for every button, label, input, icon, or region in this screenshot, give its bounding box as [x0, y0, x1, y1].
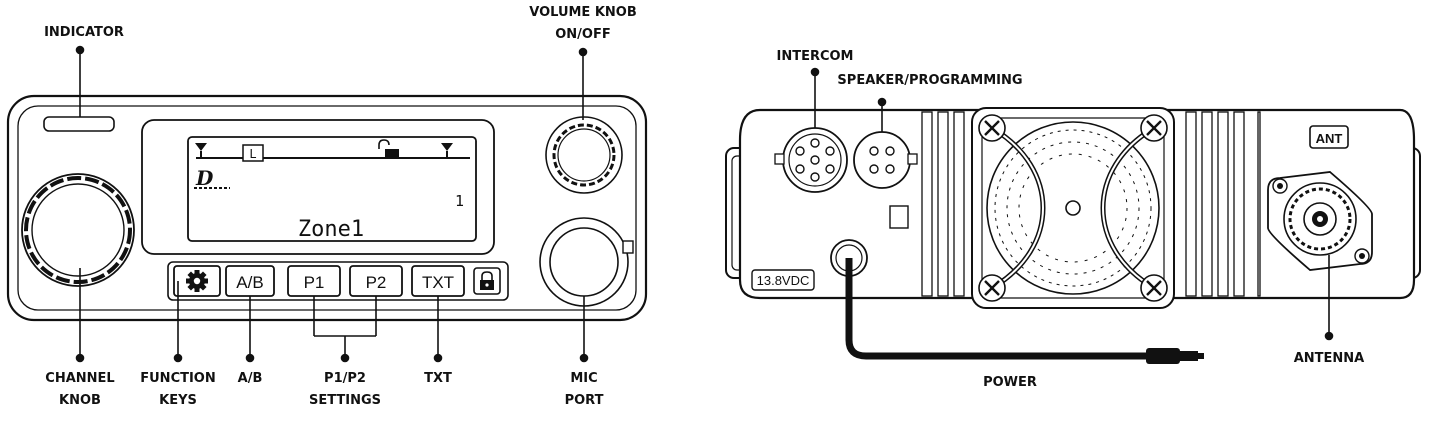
label-channel-knob: KNOB: [59, 393, 101, 408]
label-function: FUNCTION: [140, 371, 216, 386]
front-panel-bezel: [17, 105, 637, 311]
label-antenna: ANTENNA: [1294, 351, 1365, 366]
heatsink-ribs-right: [1185, 111, 1261, 297]
label-function-keys: KEYS: [159, 393, 197, 408]
lock-icon: [480, 271, 494, 290]
label-ab: A/B: [238, 371, 263, 386]
rear-callouts: [810, 67, 1334, 341]
antenna-port[interactable]: [1267, 171, 1373, 271]
function-key-button[interactable]: [173, 265, 221, 297]
cooling-fan: [971, 107, 1175, 309]
zone-name: Zone1: [298, 217, 364, 242]
voltage-label: 13.8VDC: [757, 273, 810, 288]
ab-button-label: A/B: [236, 273, 263, 292]
indicator-light: [43, 116, 115, 132]
intercom-port[interactable]: [774, 127, 848, 193]
label-p1p2-settings: SETTINGS: [309, 393, 381, 408]
txt-button-label: TXT: [422, 273, 454, 292]
label-speaker-programming: SPEAKER/PROGRAMMING: [837, 73, 1022, 88]
power-port[interactable]: [830, 239, 1204, 364]
volume-knob[interactable]: [545, 116, 623, 194]
label-channel: CHANNEL: [45, 371, 114, 386]
p1-button[interactable]: P1: [287, 265, 341, 297]
label-mic: MIC: [570, 371, 597, 386]
ant-plate: [1309, 125, 1349, 149]
front-panel: L D 1 Zone1: [6, 5, 648, 408]
ab-button[interactable]: A/B: [225, 265, 275, 297]
rear-square-slot: [889, 205, 909, 229]
label-volume-knob: VOLUME KNOB: [529, 5, 637, 20]
gear-icon: [186, 270, 208, 292]
heatsink-ribs-left: [921, 111, 965, 297]
digital-mode-icon: D: [194, 166, 230, 190]
svg-text:D: D: [195, 166, 214, 190]
unlock-icon: [378, 139, 399, 159]
channel-knob[interactable]: [21, 173, 135, 287]
signal-icon-right: [441, 143, 453, 158]
p1-button-label: P1: [304, 273, 325, 292]
mic-port[interactable]: [539, 217, 634, 307]
lcd-display: L D 1 Zone1: [141, 119, 495, 255]
label-intercom: INTERCOM: [776, 49, 853, 64]
txt-button[interactable]: TXT: [411, 265, 465, 297]
label-volume-onoff: ON/OFF: [555, 27, 611, 42]
voltage-plate: [751, 269, 815, 291]
label-p1p2: P1/P2: [324, 371, 366, 386]
front-callouts: [75, 45, 589, 363]
p2-button[interactable]: P2: [349, 265, 403, 297]
p2-button-label: P2: [366, 273, 387, 292]
lock-button[interactable]: [473, 267, 501, 295]
channel-number: 1: [455, 192, 464, 210]
signal-icon: [195, 143, 207, 158]
label-indicator: INDICATOR: [44, 25, 124, 40]
label-power: POWER: [983, 375, 1037, 390]
mode-indicator-box: [242, 144, 264, 162]
rear-panel: 13.8VDC ANT INTERCOM SPEAKER/PROGRAMMING…: [725, 49, 1421, 390]
ant-label: ANT: [1316, 131, 1343, 146]
mode-indicator: L: [249, 147, 256, 161]
label-txt: TXT: [424, 371, 452, 386]
label-mic-port: PORT: [565, 393, 604, 408]
